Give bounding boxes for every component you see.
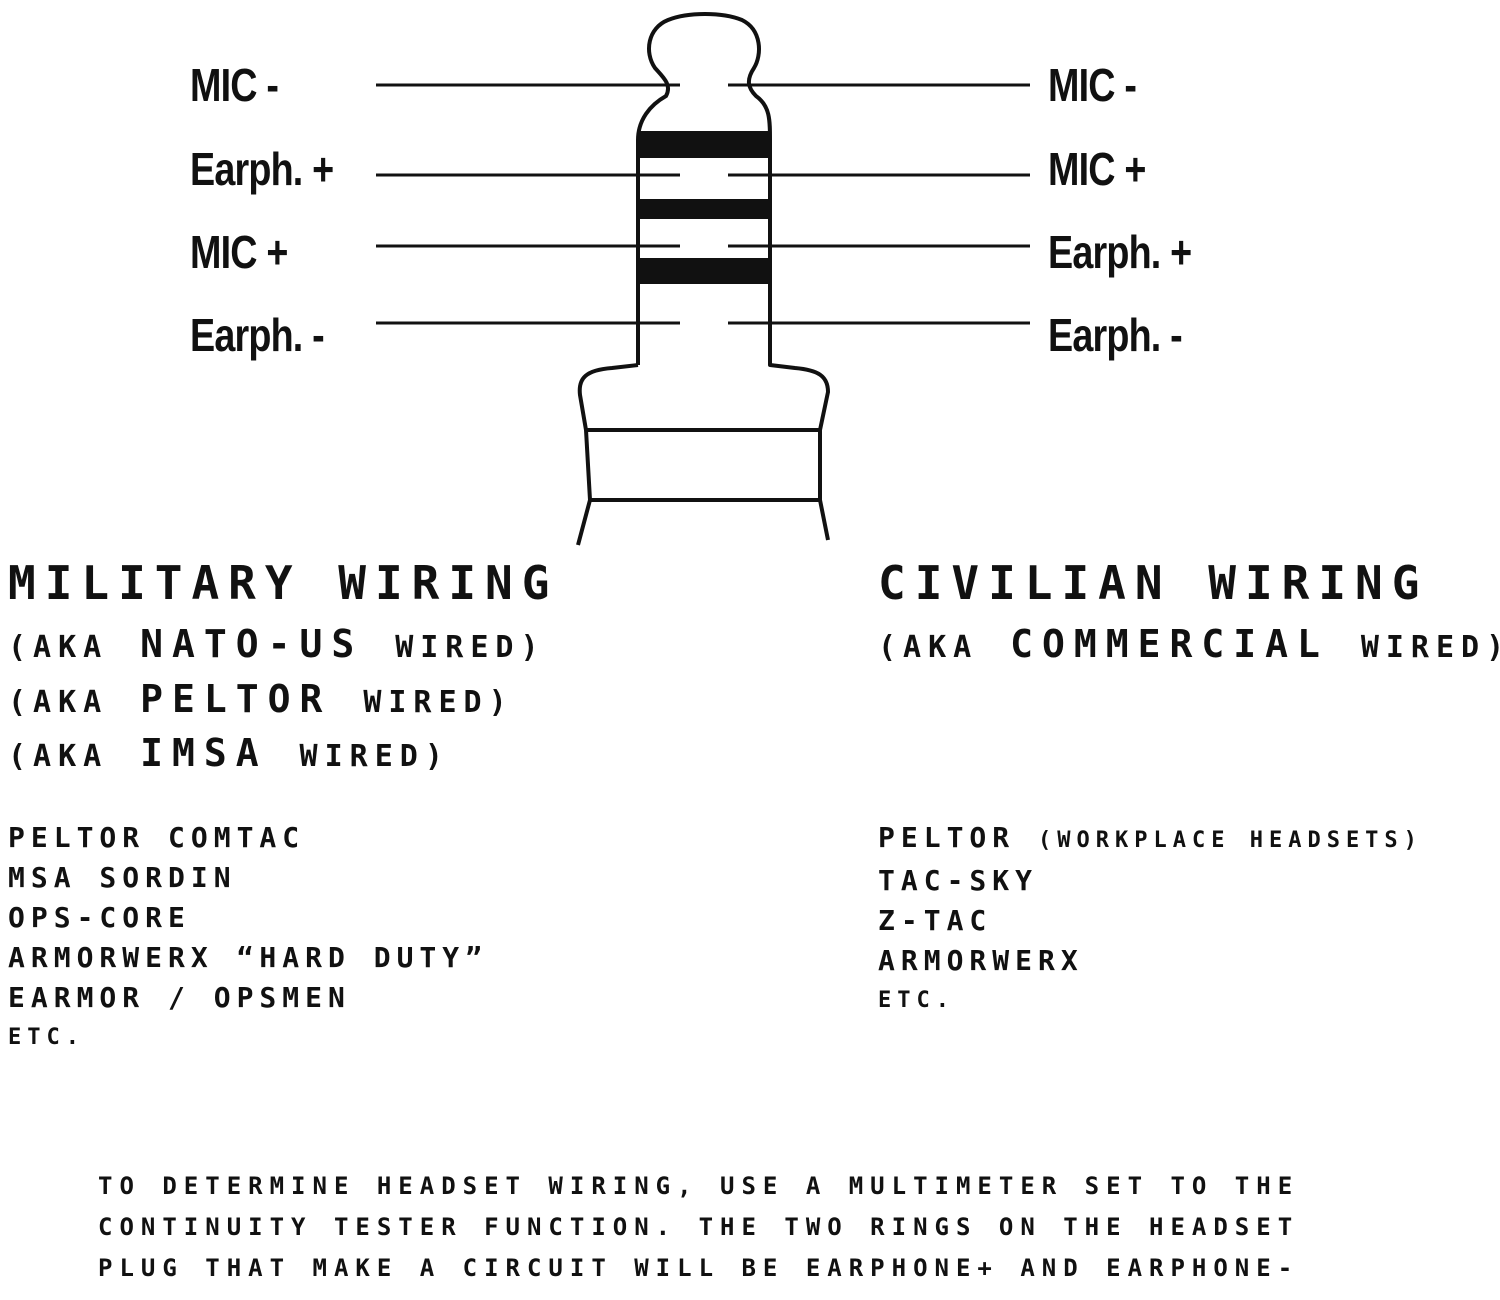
audio-plug-diagram [376, 12, 1030, 546]
aka-prefix: (aka [878, 630, 979, 665]
note-line: continuity tester function. the two ring… [98, 1213, 1300, 1241]
right-pin-label-2: MIC + [1048, 143, 1146, 195]
military-wiring-title: MILITARY WIRING [8, 556, 559, 610]
military-aka-line-2: (aka PELTOR wired) [8, 677, 514, 725]
brand-item: PELTOR COMTAC [8, 821, 306, 854]
note-line: plug that make a circuit will be earphon… [98, 1254, 1300, 1282]
aka-suffix: wired) [299, 739, 450, 774]
brand-item: OPS-CORE [8, 901, 191, 934]
brand-note: (workplace headsets) [1038, 828, 1423, 853]
aka-prefix: (aka [8, 739, 109, 774]
military-brand-list: PELTOR COMTAC MSA SORDIN OPS-CORE ARMORW… [8, 818, 488, 1058]
right-pin-label-3: Earph. + [1048, 226, 1192, 278]
military-aka-line-3: (aka IMSA wired) [8, 731, 450, 779]
multimeter-note: to determine headset wiring, use a multi… [98, 1166, 1299, 1289]
left-pin-label-3: MIC + [190, 226, 288, 278]
aka-name: NATO-US [140, 622, 364, 666]
brand-item: EARMOR / OPSMEN [8, 981, 351, 1014]
right-pin-label-4: Earph. - [1048, 309, 1183, 361]
aka-name: IMSA [140, 731, 268, 775]
left-pin-label-4: Earph. - [190, 309, 325, 361]
brand-name: PELTOR [878, 821, 1016, 854]
aka-name: PELTOR [140, 677, 332, 721]
civilian-aka-line-1: (aka COMMERCIAL wired) [878, 622, 1500, 670]
brand-item: MSA SORDIN [8, 861, 237, 894]
brand-item: ARMORWERX “HARD DUTY” [8, 941, 489, 974]
civilian-brand-list: PELTOR (workplace headsets) TAC-SKY Z-TA… [878, 818, 1423, 1021]
aka-prefix: (aka [8, 685, 109, 720]
brand-item: PELTOR (workplace headsets) [878, 818, 1423, 861]
aka-name: COMMERCIAL [1010, 622, 1329, 666]
brand-item: Z-TAC [878, 904, 993, 937]
aka-suffix: wired) [1360, 630, 1500, 665]
brand-item: ARMORWERX [878, 944, 1084, 977]
insulator-band-2 [638, 199, 770, 219]
civilian-wiring-title: CIVILIAN WIRING [878, 556, 1429, 610]
insulator-band-1 [638, 131, 770, 158]
left-pin-label-1: MIC - [190, 59, 279, 111]
note-line: to determine headset wiring, use a multi… [98, 1172, 1300, 1200]
aka-suffix: wired) [363, 685, 514, 720]
aka-prefix: (aka [8, 630, 109, 665]
aka-suffix: wired) [395, 630, 546, 665]
insulator-band-3 [638, 258, 770, 284]
military-aka-line-1: (aka NATO-US wired) [8, 622, 546, 670]
brand-etc: etc. [878, 988, 955, 1013]
brand-etc: etc. [8, 1025, 85, 1050]
brand-item: TAC-SKY [878, 864, 1039, 897]
right-pin-label-1: MIC - [1048, 59, 1137, 111]
left-pin-label-2: Earph. + [190, 143, 334, 195]
